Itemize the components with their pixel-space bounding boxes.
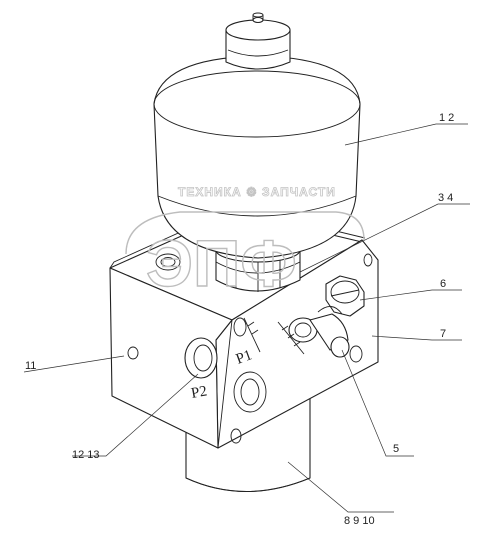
callout-7: 7 [440,328,446,340]
callout-8-9-10: 8 9 10 [344,515,375,527]
callout-11: 11 [25,360,36,372]
port-p1-label: P1 [234,347,254,367]
watermark-top-text: ТЕХНИКА ⚙ ЗАПЧАСТИ [178,185,336,199]
accumulator [153,12,361,259]
callout-12-13: 12 13 [72,449,100,461]
leader-lines [23,123,470,513]
callout-6: 6 [440,278,446,290]
callout-5: 5 [393,443,399,455]
plug-6 [325,275,365,317]
wheat-ear-decoration [243,317,305,355]
block-left-face [109,267,233,449]
watermark-big-text: ЭПФ [146,226,297,300]
watermark: ТЕХНИКА ⚙ ЗАПЧАСТИ ЭПФ [125,185,365,301]
callout-1-2: 1 2 [439,112,454,124]
port-p2-label: P2 [190,383,208,402]
valve-5 [288,306,350,358]
callout-3-4: 3 4 [438,192,453,204]
side-port-hole [127,346,139,360]
